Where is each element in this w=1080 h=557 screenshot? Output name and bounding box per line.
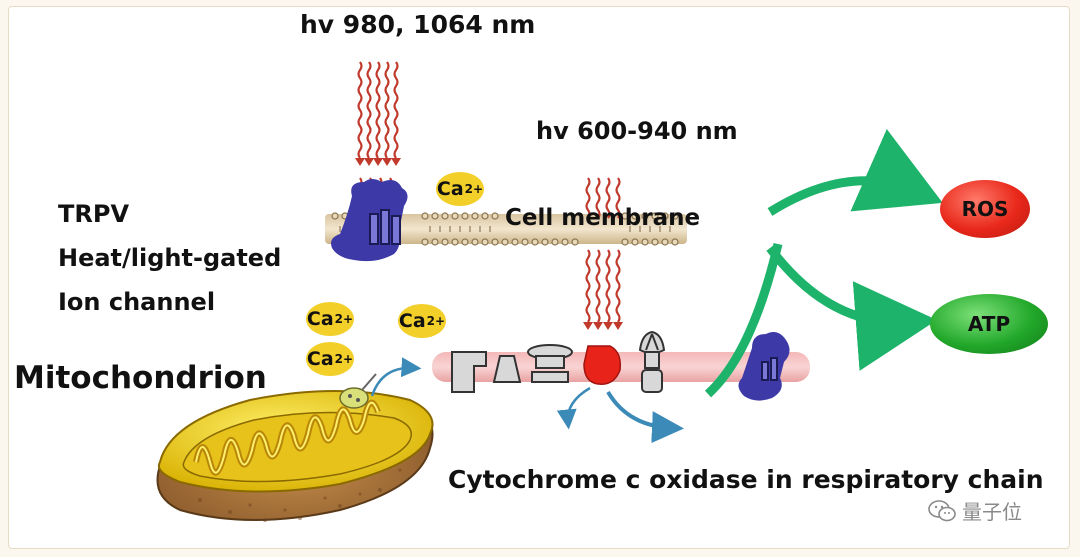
calcium-charge: 2+	[464, 182, 484, 196]
red-photon-waves	[585, 177, 621, 323]
cytochrome-label: Cytochrome c oxidase in respiratory chai…	[448, 465, 1044, 494]
mitochondrion-graphic	[156, 373, 434, 522]
cell-membrane-label: Cell membrane	[505, 205, 701, 231]
calcium-symbol: Ca	[436, 178, 464, 200]
blue-arrow-to-membrane	[370, 357, 422, 397]
calcium-charge: 2+	[334, 352, 354, 366]
mitochondrion-label: Mitochondrion	[14, 360, 267, 396]
atp-label: ATP	[967, 312, 1011, 336]
atp-synthase	[638, 330, 666, 393]
calcium-symbol: Ca	[398, 310, 426, 332]
green-arrow-to-ros	[767, 129, 943, 216]
trpv-label: TRPV Heat/light-gated Ion channel	[58, 192, 281, 324]
ros-oval: ROS	[940, 180, 1030, 238]
blue-arrow-small	[556, 386, 591, 430]
red-wavelength-label: hv 600-940 nm	[536, 117, 738, 145]
atp-oval: ATP	[930, 294, 1048, 354]
calcium-symbol: Ca	[306, 308, 334, 330]
trpv-line-2: Heat/light-gated	[58, 244, 282, 272]
calcium-charge: 2+	[334, 312, 354, 326]
complex-iii	[527, 344, 573, 383]
red-arrowheads	[583, 322, 623, 330]
trpv-channel-protein	[331, 179, 408, 262]
ros-label: ROS	[961, 197, 1009, 221]
ir-arrowheads	[355, 158, 401, 166]
trpv-line-3: Ion channel	[58, 288, 216, 316]
ir-wavelength-label: hv 980, 1064 nm	[300, 10, 536, 39]
blue-arrow-large	[606, 390, 684, 444]
complex-i	[451, 351, 487, 393]
watermark-text: 量子位	[962, 500, 1022, 524]
calcium-symbol: Ca	[306, 348, 334, 370]
inner-membrane	[432, 352, 810, 382]
green-arrow-to-atp	[766, 245, 937, 371]
trpv-line-1: TRPV	[58, 200, 130, 228]
wechat-icon	[928, 499, 956, 521]
cytochrome-c-oxidase	[583, 345, 622, 385]
green-arrow-stem	[704, 242, 783, 398]
watermark: 量子位	[928, 496, 1022, 525]
second-channel-protein	[738, 332, 790, 401]
complex-ii	[492, 355, 522, 383]
calcium-charge: 2+	[426, 314, 446, 328]
